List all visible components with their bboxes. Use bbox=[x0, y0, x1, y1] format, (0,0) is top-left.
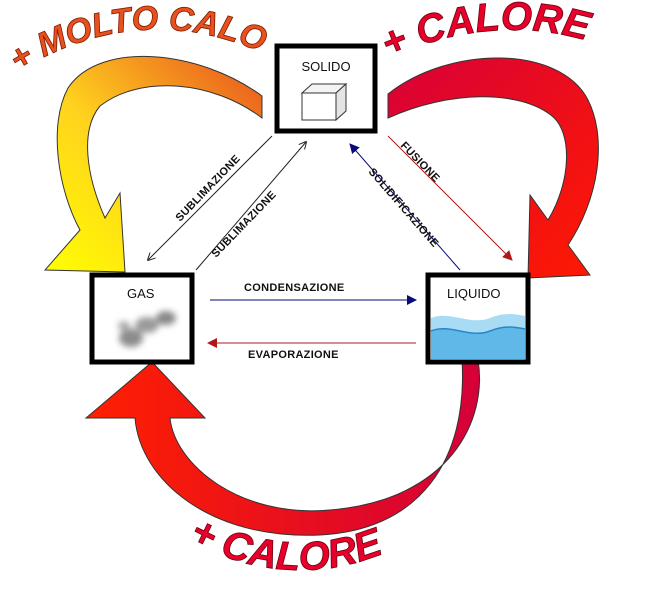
cube-icon bbox=[300, 82, 348, 122]
sublimation-down-arrow bbox=[148, 135, 273, 260]
heat-arrow-top-left bbox=[43, 55, 263, 273]
fusion-arrow bbox=[387, 135, 513, 261]
sublimation-up-arrow bbox=[195, 142, 306, 271]
label-sublimation-down: SUBLIMAZIONE bbox=[174, 153, 243, 224]
solid-state-box: SOLIDO bbox=[274, 43, 378, 134]
label-evaporation: EVAPORAZIONE bbox=[248, 349, 339, 361]
label-condensation: CONDENSAZIONE bbox=[244, 282, 344, 294]
gas-state-box: GAS bbox=[89, 272, 195, 365]
label-fusion: FUSIONE bbox=[398, 140, 442, 185]
liquid-state-box: LIQUIDO bbox=[425, 272, 531, 365]
gas-label: GAS bbox=[127, 286, 155, 301]
heat-label-top-right: + CALORE bbox=[375, 0, 596, 66]
water-icon bbox=[430, 314, 526, 359]
solidification-arrow bbox=[349, 143, 461, 271]
heat-arrow-bottom bbox=[84, 359, 480, 536]
heat-arrow-top-right bbox=[387, 57, 599, 279]
label-sublimation-up: SUBLIMAZIONE bbox=[210, 189, 279, 260]
liquid-label: LIQUIDO bbox=[447, 286, 500, 301]
smoke-icon bbox=[118, 311, 176, 347]
solid-label: SOLIDO bbox=[301, 59, 350, 74]
